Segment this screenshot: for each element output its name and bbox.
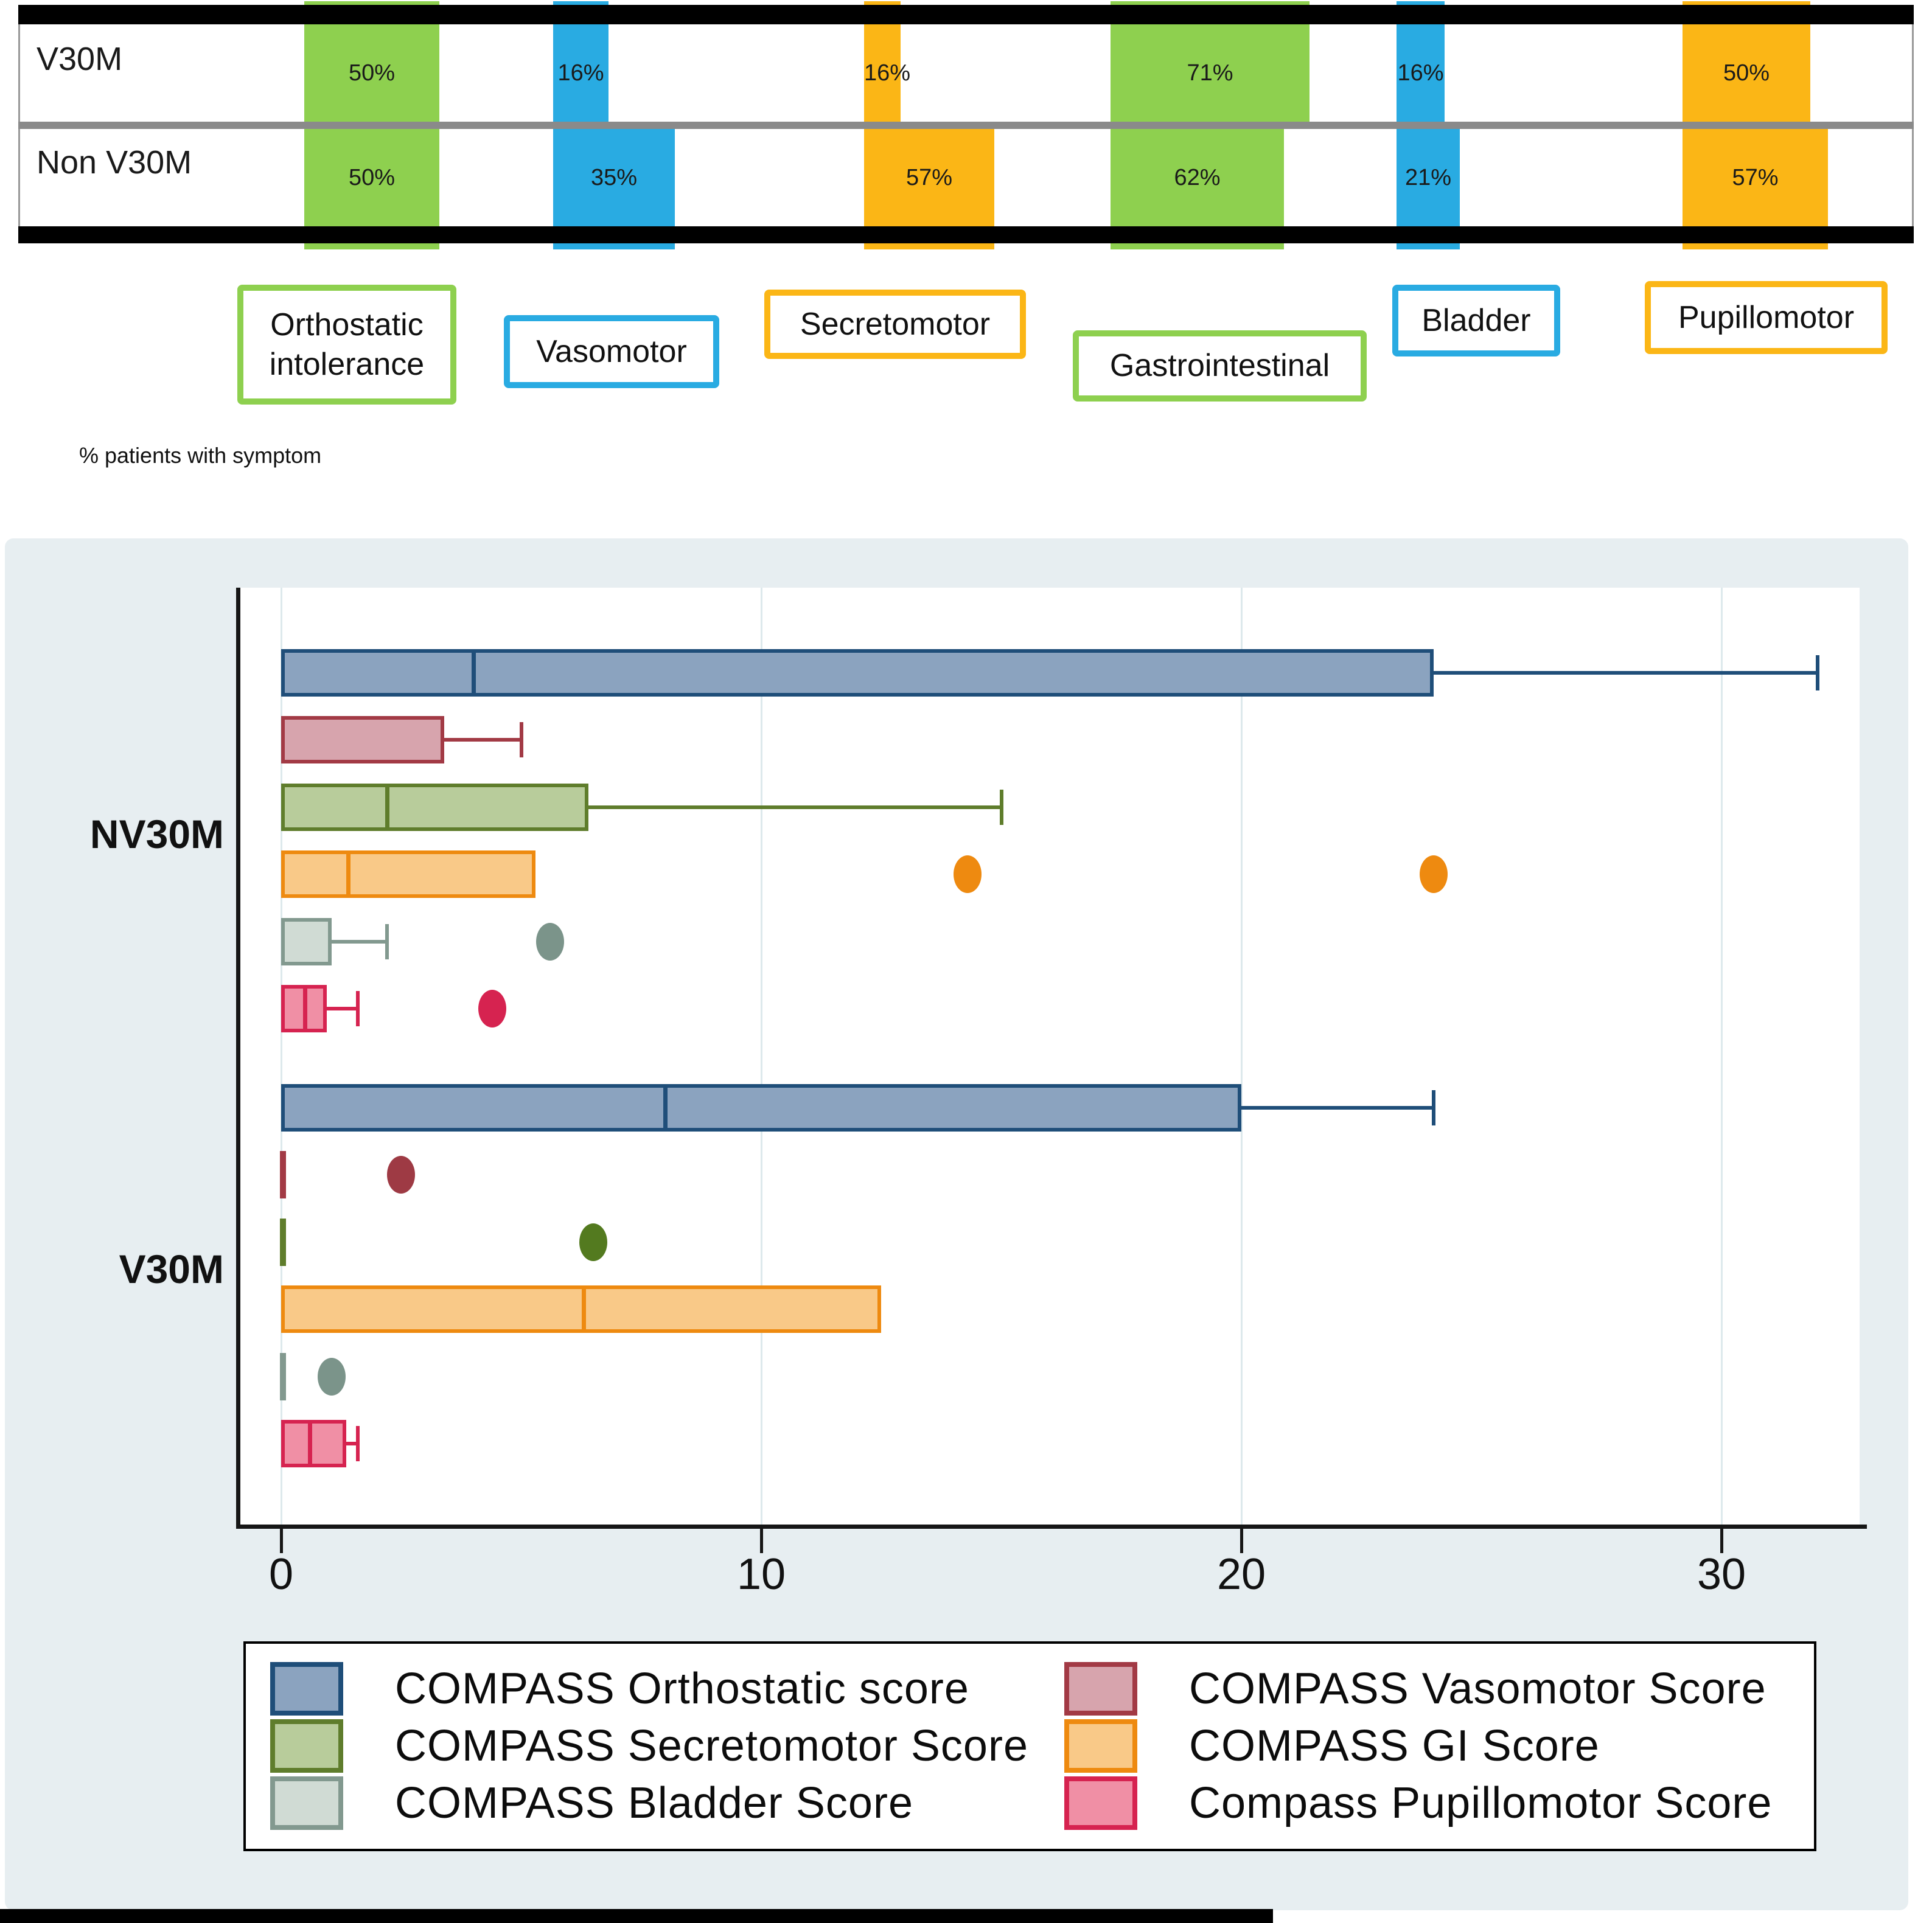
median-line <box>471 653 476 693</box>
whisker-line <box>1241 1106 1434 1110</box>
group-label-v30m: V30M <box>119 1247 224 1292</box>
symptom-bar-value: 62% <box>1174 165 1221 190</box>
legend-label-2: COMPASS Secretomotor Score <box>395 1722 1028 1770</box>
whisker-line <box>588 805 1002 809</box>
table-row-separator <box>18 122 1914 129</box>
whisker-cap <box>999 789 1003 825</box>
whisker-cap <box>1815 655 1819 690</box>
footnote: % patients with symptom <box>79 443 322 468</box>
box-V30M-5 <box>281 1420 346 1467</box>
legend-label-3: COMPASS GI Score <box>1189 1722 1600 1770</box>
median-line <box>308 1424 313 1464</box>
whisker-line <box>326 1007 358 1010</box>
table-bottom-bar <box>18 226 1914 243</box>
symptom-bar-value: 16% <box>1397 60 1444 86</box>
symptom-bar-value: 50% <box>1723 60 1770 86</box>
median-line <box>582 1289 587 1330</box>
gridline-10 <box>761 588 762 1525</box>
x-tick-label-30: 30 <box>1697 1550 1746 1599</box>
symptom-bar-value: 57% <box>905 165 953 190</box>
category-box-secretomotor: Secretomotor <box>764 290 1026 359</box>
box-V30M-3 <box>281 1285 882 1334</box>
whisker-cap <box>385 923 389 959</box>
degenerate-box-V30M-2 <box>280 1218 286 1266</box>
chart-legend: COMPASS Orthostatic score COMPASS Vasomot… <box>243 1641 1816 1851</box>
y-axis-line <box>236 588 240 1529</box>
symptom-bar-value: 21% <box>1404 165 1452 190</box>
outlier-dot <box>954 855 982 894</box>
outlier-dot <box>387 1156 416 1194</box>
category-box-gastrointestinal: Gastrointestinal <box>1073 330 1367 402</box>
outlier-dot <box>317 1357 346 1396</box>
degenerate-box-V30M-1 <box>280 1151 286 1199</box>
symptom-bar-value: 71% <box>1187 60 1233 86</box>
legend-swatch-5 <box>1064 1776 1137 1830</box>
outlier-dot <box>579 1223 607 1261</box>
legend-label-5: Compass Pupillomotor Score <box>1189 1779 1773 1827</box>
x-tick-label-10: 10 <box>736 1550 786 1599</box>
legend-swatch-3 <box>1064 1719 1137 1773</box>
whisker-cap <box>1431 1090 1435 1125</box>
table-row-label: V30M <box>37 41 123 77</box>
whisker-line <box>346 1442 358 1445</box>
outlier-dot <box>1419 855 1448 894</box>
whisker-line <box>331 939 387 944</box>
box-NV30M-0 <box>281 649 1434 697</box>
legend-swatch-4 <box>270 1776 343 1830</box>
x-tick-20 <box>1240 1529 1243 1553</box>
table-top-bar <box>18 5 1914 24</box>
gridline-0 <box>281 588 282 1525</box>
legend-swatch-1 <box>1064 1662 1137 1716</box>
degenerate-box-V30M-4 <box>280 1352 286 1400</box>
symptom-bar-value: 16% <box>557 60 604 86</box>
table-row-label: Non V30M <box>37 144 192 181</box>
bottom-black-bar <box>0 1909 1273 1923</box>
box-NV30M-4 <box>281 917 332 965</box>
x-tick-30 <box>1720 1529 1723 1553</box>
group-label-nv30m: NV30M <box>89 812 224 857</box>
legend-label-4: COMPASS Bladder Score <box>395 1779 913 1827</box>
median-line <box>346 854 351 895</box>
whisker-line <box>444 738 521 742</box>
legend-label-1: COMPASS Vasomotor Score <box>1189 1664 1766 1713</box>
gridline-20 <box>1241 588 1243 1525</box>
median-line <box>303 989 308 1029</box>
legend-label-0: COMPASS Orthostatic score <box>395 1664 969 1713</box>
category-box-orthostatic-intolerance: Orthostatic intolerance <box>237 285 456 405</box>
x-tick-10 <box>760 1529 763 1553</box>
symptom-bar-value: 35% <box>590 165 638 190</box>
x-tick-label-0: 0 <box>268 1550 294 1599</box>
plot-area <box>240 588 1860 1525</box>
outlier-dot <box>535 922 564 961</box>
category-box-bladder: Bladder <box>1392 285 1560 356</box>
gridline-30 <box>1721 588 1723 1525</box>
box-NV30M-2 <box>281 783 588 831</box>
box-NV30M-1 <box>281 716 445 764</box>
whisker-cap <box>356 1426 360 1461</box>
whisker-line <box>1433 671 1818 675</box>
x-axis-line <box>236 1525 1867 1529</box>
category-box-pupillomotor: Pupillomotor <box>1645 281 1888 354</box>
symptom-bar-value: 50% <box>348 165 396 190</box>
box-V30M-0 <box>281 1084 1241 1132</box>
whisker-cap <box>519 722 523 758</box>
symptom-bar-value: 57% <box>1732 165 1779 190</box>
outlier-dot <box>478 990 507 1028</box>
median-line <box>663 1088 668 1128</box>
box-NV30M-3 <box>281 850 536 899</box>
symptom-table: V30M 50% 16% 16% 71% 16% 50% Non V30M 50% 35% 57% 6… <box>18 1 1914 249</box>
x-tick-0 <box>280 1529 283 1553</box>
legend-swatch-2 <box>270 1719 343 1773</box>
symptom-bar-value: 16% <box>864 60 911 86</box>
median-line <box>385 787 389 827</box>
legend-swatch-0 <box>270 1662 343 1716</box>
whisker-cap <box>356 991 360 1026</box>
x-tick-label-20: 20 <box>1216 1550 1266 1599</box>
boxplot-figure: 0 10 20 30 NV30M V30M COMPASS Orthostatic s… <box>5 538 1908 1910</box>
symptom-bar-value: 50% <box>348 60 396 86</box>
category-box-vasomotor: Vasomotor <box>504 315 719 388</box>
